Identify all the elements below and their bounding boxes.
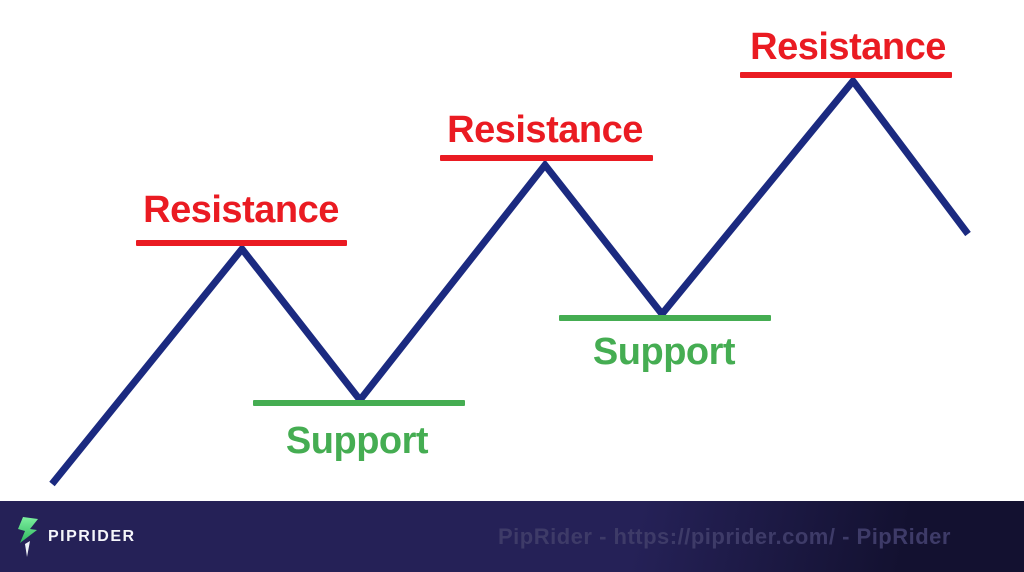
- resistance-label: Resistance: [750, 26, 946, 68]
- footer-watermark: PipRider - https://piprider.com/ - PipRi…: [498, 523, 951, 549]
- brand-name: PIPRIDER: [48, 527, 136, 545]
- resistance-line: [440, 155, 653, 161]
- resistance-label: Resistance: [447, 109, 643, 151]
- support-label: Support: [592, 331, 736, 373]
- price-line-svg: [49, 75, 971, 487]
- piprider-bolt-logo-icon: [18, 516, 38, 557]
- resistance-line: [136, 240, 347, 246]
- price-line: [49, 75, 971, 487]
- support-line: [559, 315, 771, 321]
- support-line: [253, 400, 465, 406]
- footer-bar: PIPRIDER PipRider - https://piprider.com…: [0, 501, 1024, 572]
- resistance-label: Resistance: [143, 189, 339, 231]
- brand-lockup: PIPRIDER: [16, 516, 136, 557]
- resistance-line: [740, 72, 952, 78]
- support-label: Support: [285, 420, 429, 462]
